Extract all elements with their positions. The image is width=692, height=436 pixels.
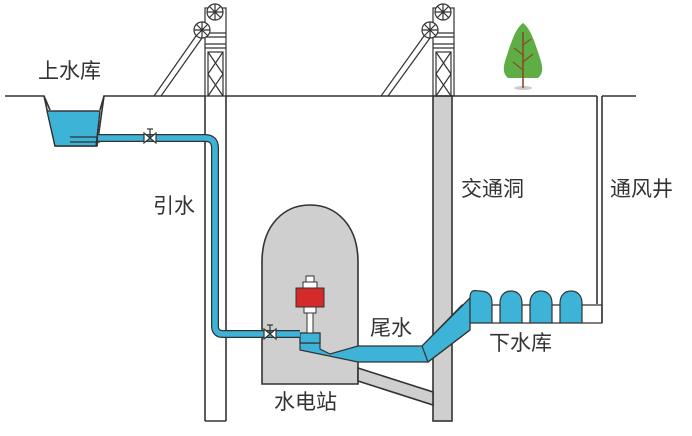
tailwater-label: 尾水 bbox=[370, 316, 412, 340]
mine-headframe-icon bbox=[153, 3, 227, 97]
lower-reservoir-label: 下水库 bbox=[489, 331, 552, 355]
turbine-block bbox=[299, 332, 321, 344]
ground-line-mid bbox=[99, 95, 205, 111]
upper-reservoir-label: 上水库 bbox=[38, 59, 101, 83]
valve-icon bbox=[263, 324, 277, 341]
valve-icon bbox=[143, 128, 157, 145]
intake-label: 引水 bbox=[153, 194, 195, 218]
ground-line-left bbox=[5, 95, 51, 111]
mine-headframe-icon bbox=[380, 3, 455, 97]
access-tunnel-shaft bbox=[432, 95, 453, 422]
drainage-tunnel bbox=[357, 366, 434, 407]
intake-pipe bbox=[98, 134, 300, 338]
intake-shaft bbox=[204, 96, 227, 422]
lower-reservoir bbox=[469, 289, 603, 324]
tree-icon bbox=[503, 23, 543, 90]
upper-reservoir bbox=[43, 95, 105, 147]
ventilation-shaft bbox=[596, 96, 603, 323]
ventilation-shaft-label: 通风井 bbox=[610, 177, 673, 201]
power-station-label: 水电站 bbox=[274, 390, 337, 414]
access-tunnel-label: 交通洞 bbox=[461, 177, 524, 201]
generator-icon bbox=[295, 275, 325, 334]
